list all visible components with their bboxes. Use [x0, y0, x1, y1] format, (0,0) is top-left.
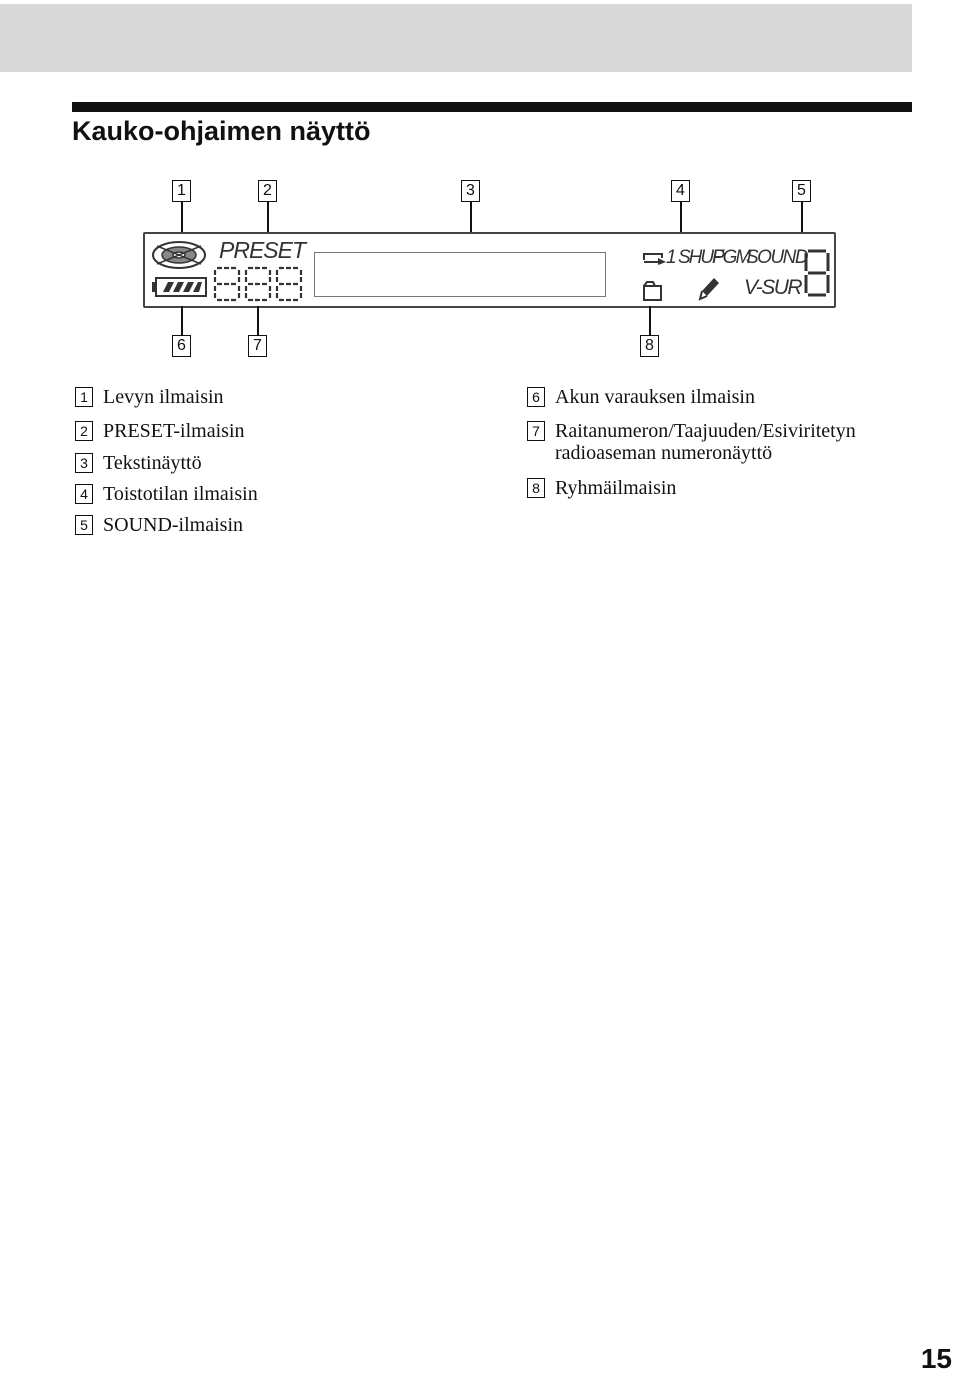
callout-1: 1: [172, 180, 191, 202]
callout-1-line: [181, 202, 183, 238]
legend-item-3: 3 Tekstinäyttö: [75, 452, 202, 474]
legend-num: 4: [75, 484, 93, 504]
play-mode-shuf-label: SHUF: [678, 247, 724, 268]
legend-text: PRESET-ilmaisin: [103, 420, 245, 442]
legend-num: 6: [527, 387, 545, 407]
sound-label: SOUND: [746, 247, 809, 268]
callout-6-line: [181, 306, 183, 336]
legend-num: 2: [75, 421, 93, 441]
page-title: Kauko-ohjaimen näyttö: [72, 116, 371, 146]
legend-text: Toistotilan ilmaisin: [103, 483, 258, 505]
legend-item-8: 8 Ryhmäilmaisin: [527, 477, 676, 499]
repeat-icon: [643, 253, 666, 265]
legend-text: Akun varauksen ilmaisin: [555, 386, 755, 408]
callout-4-line: [680, 202, 682, 250]
legend-item-1: 1 Levyn ilmaisin: [75, 386, 224, 408]
play-mode-1-label: 1: [666, 247, 677, 268]
legend-text: Levyn ilmaisin: [103, 386, 224, 408]
callout-8: 8: [640, 335, 659, 357]
callout-7-line: [257, 306, 259, 336]
battery-icon: [152, 277, 207, 297]
group-folder-icon: [643, 281, 662, 301]
callout-5: 5: [792, 180, 811, 202]
page-number: 15: [920, 1343, 952, 1374]
callout-8-line: [649, 306, 651, 336]
legend-text: Raitanumeron/Taajuuden/Esiviritetyn: [555, 420, 856, 442]
pen-icon: [698, 278, 719, 301]
callout-6: 6: [172, 335, 191, 357]
legend-item-4: 4 Toistotilan ilmaisin: [75, 483, 258, 505]
legend-text: Ryhmäilmaisin: [555, 477, 677, 499]
callout-7: 7: [248, 335, 267, 357]
preset-label: PRESET: [219, 237, 306, 263]
callout-5-line: [801, 202, 803, 250]
legend-item-5: 5 SOUND-ilmaisin: [75, 514, 243, 536]
track-number-digits: [213, 266, 303, 302]
legend-num: 1: [75, 387, 93, 407]
remote-lcd-display: PRESET 1 SHUF PGM SOUND V-SUR: [143, 232, 836, 308]
legend-item-7: 7 Raitanumeron/Taajuuden/Esiviritetyn ra…: [527, 420, 856, 464]
legend-text-line2: radioaseman numeronäyttö: [555, 442, 773, 464]
callout-4: 4: [671, 180, 690, 202]
play-mode-pgm-label: PGM: [712, 247, 751, 268]
legend-item-2: 2 PRESET-ilmaisin: [75, 420, 245, 442]
sound-mode-digit: [804, 249, 830, 297]
vsur-label: V-SUR: [744, 276, 803, 299]
legend-num: 7: [527, 421, 545, 441]
legend-text: Tekstinäyttö: [103, 452, 202, 474]
callout-2-line: [267, 202, 269, 240]
callout-2: 2: [258, 180, 277, 202]
title-rule: [72, 102, 912, 112]
callout-3: 3: [461, 180, 480, 202]
legend-num: 8: [527, 478, 545, 498]
legend-item-6: 6 Akun varauksen ilmaisin: [527, 386, 755, 408]
text-display-area: [314, 252, 606, 297]
callout-3-line: [470, 202, 472, 251]
header-bar: [0, 4, 912, 72]
legend-text: SOUND-ilmaisin: [103, 514, 243, 536]
disc-icon: [152, 241, 206, 269]
legend-num: 3: [75, 453, 93, 473]
legend-num: 5: [75, 515, 93, 535]
